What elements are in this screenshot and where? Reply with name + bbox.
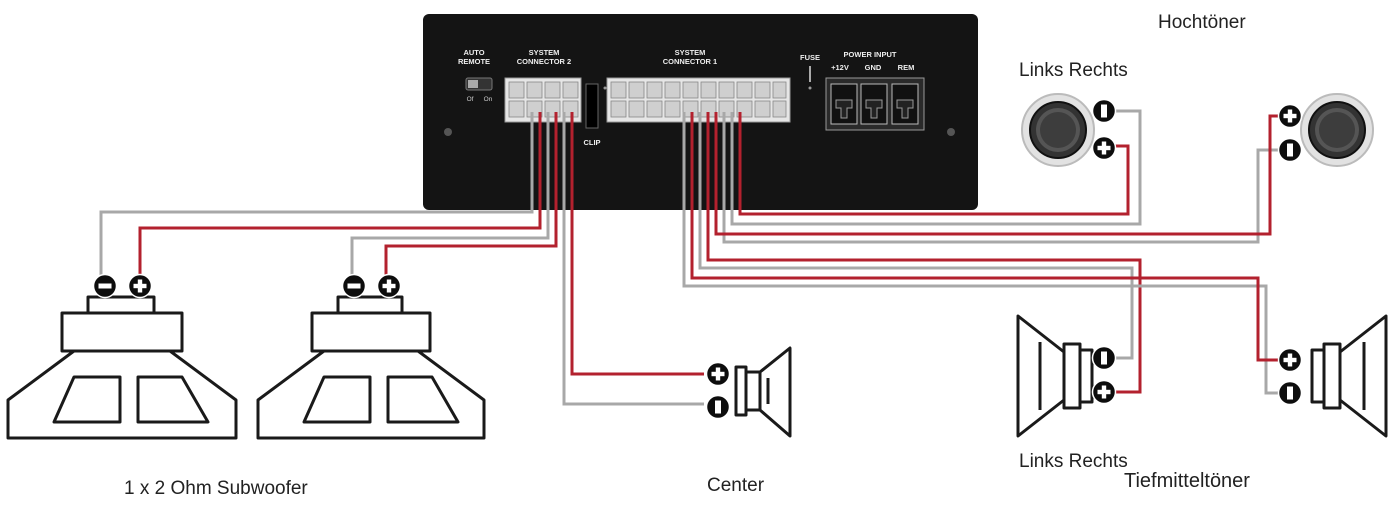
- subwoofer-2: [256, 295, 486, 440]
- wire-sub2-neg: [350, 112, 550, 278]
- fuse-label: FUSE: [800, 53, 820, 62]
- sub2-plus-icon: [376, 273, 402, 299]
- midbass-right-plus-icon: [1277, 347, 1303, 373]
- tweeter-left-plus-icon: [1091, 135, 1117, 161]
- auto-remote-label-1: AUTO: [463, 48, 484, 57]
- center-speaker: [734, 346, 792, 438]
- tiefmitteltoener-label: Tiefmitteltöner: [1124, 470, 1250, 492]
- system-connector-1-label-2: CONNECTOR 1: [663, 57, 717, 66]
- wire-center-neg: [562, 112, 704, 406]
- system-connector-2-label-2: CONNECTOR 2: [517, 57, 571, 66]
- midbass-left-minus-icon: [1091, 345, 1117, 371]
- wire-sub2-pos: [384, 112, 558, 275]
- wire-midbass-left-neg: [698, 112, 1134, 360]
- system-connector-2-label-1: SYSTEM: [529, 48, 560, 57]
- tweeter-left: [1021, 93, 1095, 167]
- tweeter-right-minus-icon: [1277, 137, 1303, 163]
- switch-off-label: Of: [467, 96, 474, 103]
- system-connector-1-label-1: SYSTEM: [675, 48, 706, 57]
- wire-sub1-pos: [138, 112, 542, 275]
- center-minus-icon: [705, 394, 731, 420]
- power-input-label: POWER INPUT: [844, 50, 897, 59]
- sub1-plus-icon: [127, 273, 153, 299]
- sub1-minus-icon: [92, 273, 118, 299]
- system-connector-2: [504, 77, 582, 123]
- switch-on-label: On: [484, 96, 493, 103]
- subwoofer-label: 1 x 2 Ohm Subwoofer: [124, 478, 308, 499]
- wire-tweeter-left-pos: [738, 112, 1130, 216]
- subwoofer-1: [6, 295, 238, 440]
- wire-tweeter-right-pos: [714, 112, 1282, 236]
- pin-12v-label: +12V: [831, 63, 849, 72]
- hochtoener-label: Hochtöner: [1158, 12, 1246, 33]
- clip-indicator: [585, 83, 599, 129]
- midbass-links-rechts-label: Links Rechts: [1019, 451, 1128, 472]
- pin-rem-label: REM: [898, 63, 915, 72]
- wire-center-pos: [570, 112, 704, 376]
- wire-midbass-left-pos: [706, 112, 1142, 394]
- clip-label: CLIP: [583, 138, 600, 147]
- wire-tweeter-right-neg: [722, 112, 1282, 244]
- center-plus-icon: [705, 361, 731, 387]
- tweeter-left-minus-icon: [1091, 98, 1117, 124]
- midbass-speaker-right: [1310, 314, 1388, 438]
- auto-remote-label-2: REMOTE: [458, 57, 490, 66]
- tweeter-right: [1300, 93, 1374, 167]
- midbass-left-plus-icon: [1091, 379, 1117, 405]
- sub2-minus-icon: [341, 273, 367, 299]
- center-label: Center: [707, 475, 765, 496]
- wire-sub1-neg: [99, 112, 534, 278]
- pin-gnd-label: GND: [865, 63, 882, 72]
- midbass-right-minus-icon: [1277, 380, 1303, 406]
- tweeter-right-plus-icon: [1277, 103, 1303, 129]
- wires: [99, 109, 1282, 406]
- wire-midbass-right-pos: [690, 112, 1282, 362]
- power-input-terminals: [825, 77, 925, 131]
- tweeter-links-rechts-label: Links Rechts: [1019, 60, 1128, 81]
- wire-midbass-right-neg: [682, 112, 1282, 395]
- midbass-speaker-left: [1016, 314, 1094, 438]
- wire-tweeter-left-neg: [730, 109, 1142, 226]
